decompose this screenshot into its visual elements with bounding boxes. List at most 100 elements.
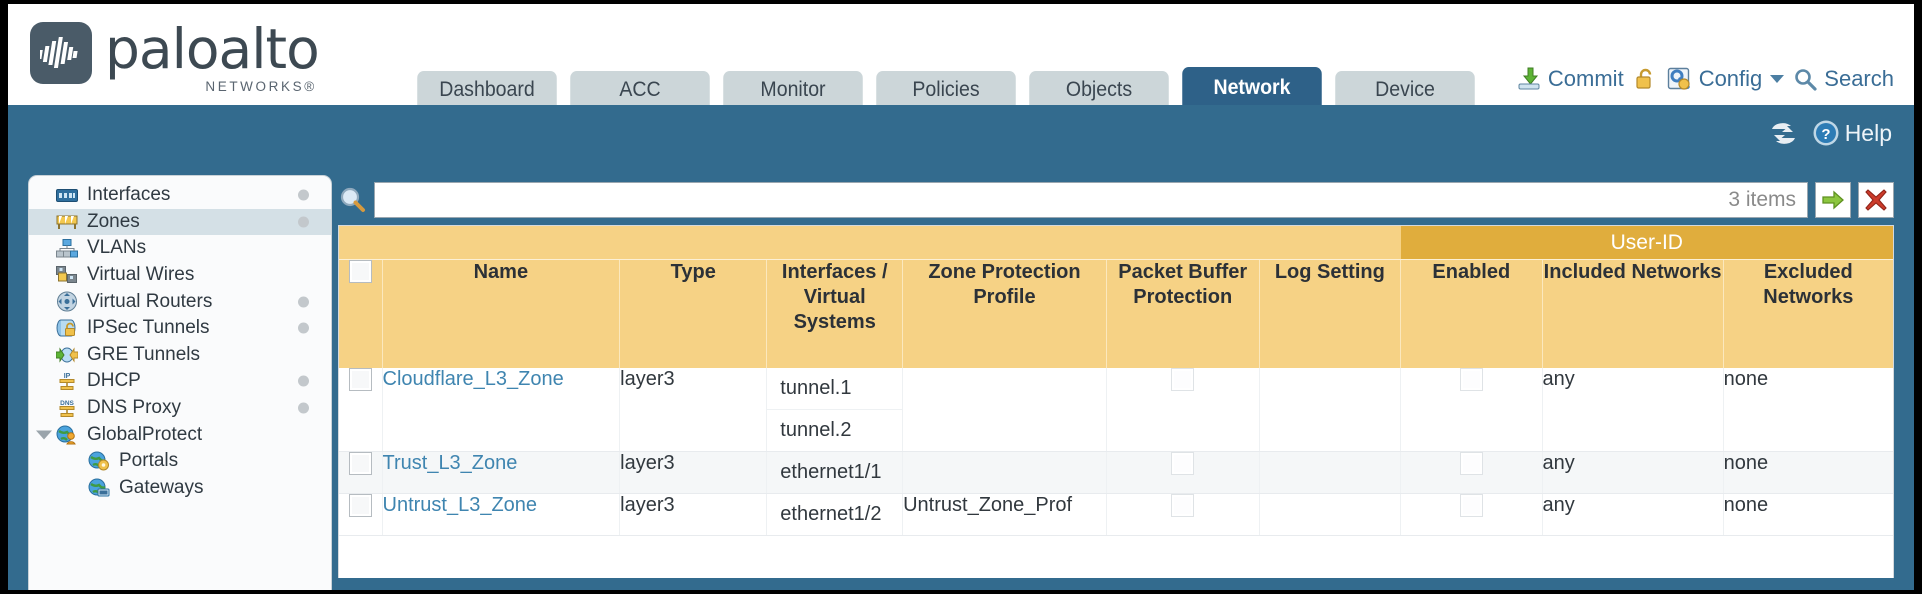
sidebar-item-virtual-routers[interactable]: Virtual Routers — [29, 288, 331, 315]
filter-row: 3 items — [338, 175, 1894, 225]
sidebar-item-label: Zones — [87, 210, 140, 232]
column-header-log-setting[interactable]: Log Setting — [1259, 259, 1402, 368]
sidebar-item-gateways[interactable]: Gateways — [29, 475, 331, 502]
group-header-row: User-ID — [339, 226, 1893, 260]
tab-objects-label: Objects — [1065, 78, 1133, 101]
search-label: Search — [1824, 66, 1894, 91]
help-button[interactable]: ? Help — [1812, 119, 1892, 147]
packet-buffer-protection-checkbox[interactable] — [1171, 494, 1195, 517]
content-area: Interfaces Zones VLANs — [8, 175, 1914, 590]
sidebar-item-ipsec-tunnels[interactable]: IPSec Tunnels — [29, 315, 331, 342]
cell-packet-buffer-protection[interactable] — [1106, 451, 1260, 494]
cell-excluded-networks: none — [1723, 493, 1893, 536]
cell-enabled[interactable] — [1400, 368, 1543, 452]
tab-dashboard[interactable]: Dashboard — [417, 71, 557, 109]
row-checkbox[interactable] — [348, 452, 372, 475]
sidebar-item-interfaces[interactable]: Interfaces — [29, 182, 331, 209]
lock-icon[interactable] — [1633, 66, 1658, 92]
refresh-icon[interactable] — [1768, 120, 1799, 147]
enabled-checkbox[interactable] — [1459, 368, 1483, 391]
cell-type: layer3 — [619, 451, 768, 494]
help-label: Help — [1844, 119, 1892, 146]
zone-name-link[interactable]: Trust_L3_Zone — [382, 452, 518, 474]
table-row[interactable]: Untrust_L3_Zone layer3 ethernet1/2 Untru… — [339, 493, 1893, 536]
row-select-cell[interactable] — [339, 368, 383, 452]
select-all-checkbox[interactable] — [348, 260, 372, 283]
tab-objects[interactable]: Objects — [1029, 71, 1169, 109]
network-sidebar: Interfaces Zones VLANs — [28, 175, 332, 590]
column-header-interfaces[interactable]: Interfaces / Virtual Systems — [766, 259, 904, 368]
cell-excluded-networks: none — [1723, 451, 1893, 494]
row-checkbox[interactable] — [348, 368, 372, 391]
sidebar-item-vlans[interactable]: VLANs — [29, 235, 331, 262]
band-actions: ? Help — [1768, 119, 1892, 147]
column-header-packet-buffer-protection[interactable]: Packet Buffer Protection — [1106, 259, 1260, 368]
row-select-cell[interactable] — [339, 493, 383, 536]
gre-tunnels-icon — [55, 345, 78, 365]
sidebar-item-gre-tunnels[interactable]: GRE Tunnels — [29, 342, 331, 369]
config-menu[interactable]: Config — [1667, 66, 1785, 92]
cell-included-networks: any — [1542, 451, 1724, 494]
row-checkbox[interactable] — [348, 494, 372, 517]
column-header-name[interactable]: Name — [382, 259, 621, 368]
column-header-type[interactable]: Type — [619, 259, 768, 368]
search-icon[interactable] — [338, 185, 368, 215]
sidebar-item-dhcp[interactable]: IP DHCP — [29, 368, 331, 395]
tab-network[interactable]: Network — [1182, 67, 1322, 109]
zones-table: User-ID Name Type Interfaces / Virtual S… — [339, 226, 1893, 536]
search-button[interactable]: Search — [1793, 66, 1894, 92]
chevron-down-icon — [1770, 75, 1785, 83]
item-count-label: 3 items — [1728, 188, 1796, 211]
cell-type: layer3 — [619, 368, 768, 452]
sidebar-item-dns-proxy[interactable]: DNS DNS Proxy — [29, 395, 331, 422]
packet-buffer-protection-checkbox[interactable] — [1171, 452, 1195, 475]
tab-monitor[interactable]: Monitor — [723, 71, 863, 109]
packet-buffer-protection-checkbox[interactable] — [1171, 368, 1195, 391]
sidebar-item-portals[interactable]: Portals — [29, 448, 331, 475]
column-header-enabled[interactable]: Enabled — [1400, 259, 1543, 368]
cell-name[interactable]: Untrust_L3_Zone — [382, 493, 621, 536]
sidebar-status-dot — [298, 296, 309, 308]
commit-icon — [1518, 67, 1540, 90]
sidebar-status-dot — [298, 216, 309, 228]
cell-name[interactable]: Cloudflare_L3_Zone — [382, 368, 621, 452]
enabled-checkbox[interactable] — [1459, 494, 1483, 517]
zones-icon — [55, 212, 78, 232]
tab-acc[interactable]: ACC — [570, 71, 710, 109]
svg-text:?: ? — [1821, 126, 1830, 143]
tab-device[interactable]: Device — [1335, 71, 1475, 109]
row-select-cell[interactable] — [339, 451, 383, 494]
sidebar-item-zones[interactable]: Zones — [29, 208, 331, 236]
filter-input[interactable]: 3 items — [374, 182, 1808, 218]
expander-triangle-icon[interactable] — [36, 430, 52, 440]
sidebar-item-globalprotect[interactable]: GlobalProtect — [29, 421, 331, 448]
column-header-included-networks[interactable]: Included Networks — [1542, 259, 1724, 368]
select-all-header[interactable] — [339, 259, 383, 368]
commit-button[interactable]: Commit — [1516, 66, 1624, 92]
cell-name[interactable]: Trust_L3_Zone — [382, 451, 621, 494]
zone-name-link[interactable]: Untrust_L3_Zone — [382, 494, 538, 516]
column-header-zone-protection-profile[interactable]: Zone Protection Profile — [902, 259, 1107, 368]
interface-item: ethernet1/1 — [780, 461, 882, 483]
top-bar: paloalto NETWORKS® Dashboard ACC Monitor… — [8, 4, 1914, 109]
tab-policies[interactable]: Policies — [876, 71, 1016, 109]
zone-name-link[interactable]: Cloudflare_L3_Zone — [382, 368, 564, 390]
enabled-checkbox[interactable] — [1459, 452, 1483, 475]
table-row[interactable]: Cloudflare_L3_Zone layer3 tunnel.1 tunne… — [339, 368, 1893, 452]
tab-network-label: Network — [1213, 76, 1291, 99]
table-row[interactable]: Trust_L3_Zone layer3 ethernet1/1 any non… — [339, 451, 1893, 494]
apply-filter-button[interactable] — [1815, 182, 1851, 218]
cell-interfaces: ethernet1/1 — [766, 451, 904, 494]
help-icon: ? — [1813, 120, 1839, 146]
column-header-excluded-networks[interactable]: Excluded Networks — [1723, 259, 1893, 368]
cell-enabled[interactable] — [1400, 451, 1543, 494]
sidebar-status-dot — [298, 375, 309, 387]
cell-packet-buffer-protection[interactable] — [1106, 493, 1260, 536]
sidebar-item-virtual-wires[interactable]: Virtual Wires — [29, 262, 331, 289]
sidebar-status-dot — [298, 402, 309, 414]
cell-included-networks: any — [1542, 493, 1724, 536]
clear-filter-button[interactable] — [1858, 182, 1894, 218]
search-icon — [1795, 68, 1817, 91]
cell-enabled[interactable] — [1400, 493, 1543, 536]
cell-packet-buffer-protection[interactable] — [1106, 368, 1260, 452]
